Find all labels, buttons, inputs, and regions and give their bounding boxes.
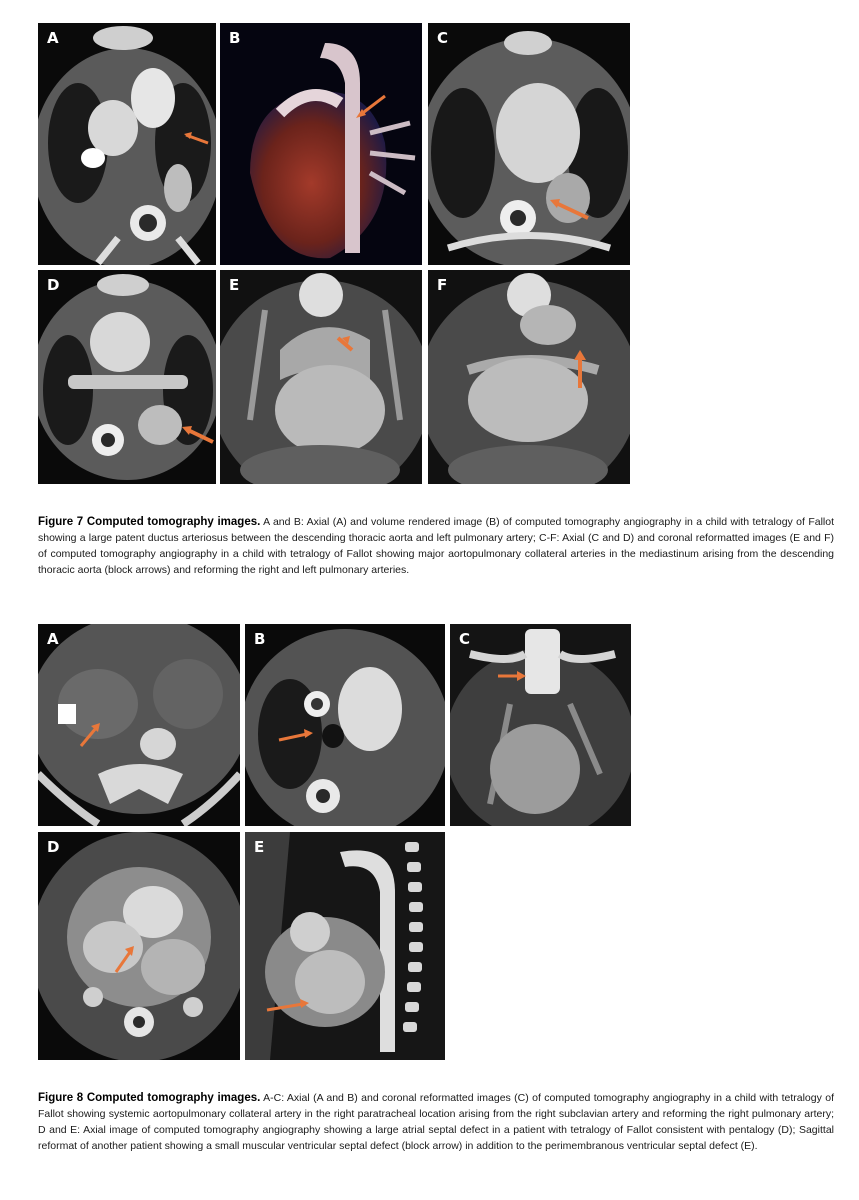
panel-label: B xyxy=(229,29,241,47)
ct-coronal-image xyxy=(220,270,422,484)
ct-axial-image xyxy=(428,23,630,265)
panel-label: D xyxy=(47,276,60,294)
fig7-panel-e: E xyxy=(220,270,422,484)
panel-label: E xyxy=(254,838,265,856)
fig8-panel-d: D xyxy=(38,832,240,1060)
ct-sagittal-image xyxy=(245,832,445,1060)
ct-axial-image xyxy=(245,624,445,826)
panel-label: D xyxy=(47,838,60,856)
ct-axial-image xyxy=(38,270,216,484)
fig8-panel-a: A xyxy=(38,624,240,826)
panel-label: F xyxy=(437,276,448,294)
fig8-panel-c: C xyxy=(450,624,631,826)
caption-text: A-C: Axial (A and B) and coronal reforma… xyxy=(38,1092,834,1152)
panel-label: A xyxy=(47,630,59,648)
fig7-panel-d: D xyxy=(38,270,216,484)
ct-coronal-image xyxy=(450,624,631,826)
caption-title: Figure 7 Computed tomography images. xyxy=(38,516,261,528)
panel-label: A xyxy=(47,29,59,47)
ct-axial-image xyxy=(38,23,216,265)
panel-label: C xyxy=(459,630,471,648)
volume-rendered-image xyxy=(220,23,422,265)
ct-coronal-image xyxy=(428,270,630,484)
panel-label: B xyxy=(254,630,266,648)
fig7-panel-c: C xyxy=(428,23,630,265)
caption-text: A and B: Axial (A) and volume rendered i… xyxy=(38,516,834,576)
caption-title: Figure 8 Computed tomography images. xyxy=(38,1092,261,1104)
fig8-panel-b: B xyxy=(245,624,445,826)
panel-label: E xyxy=(229,276,240,294)
panel-label: C xyxy=(437,29,449,47)
fig7-panel-f: F xyxy=(428,270,630,484)
fig7-panel-a: A xyxy=(38,23,216,265)
figure-7-caption: Figure 7 Computed tomography images. A a… xyxy=(38,514,834,578)
ct-axial-image xyxy=(38,624,240,826)
fig7-panel-b: B xyxy=(220,23,422,265)
fig8-panel-e: E xyxy=(245,832,445,1060)
figure-8-caption: Figure 8 Computed tomography images. A-C… xyxy=(38,1090,834,1154)
ct-axial-image xyxy=(38,832,240,1060)
